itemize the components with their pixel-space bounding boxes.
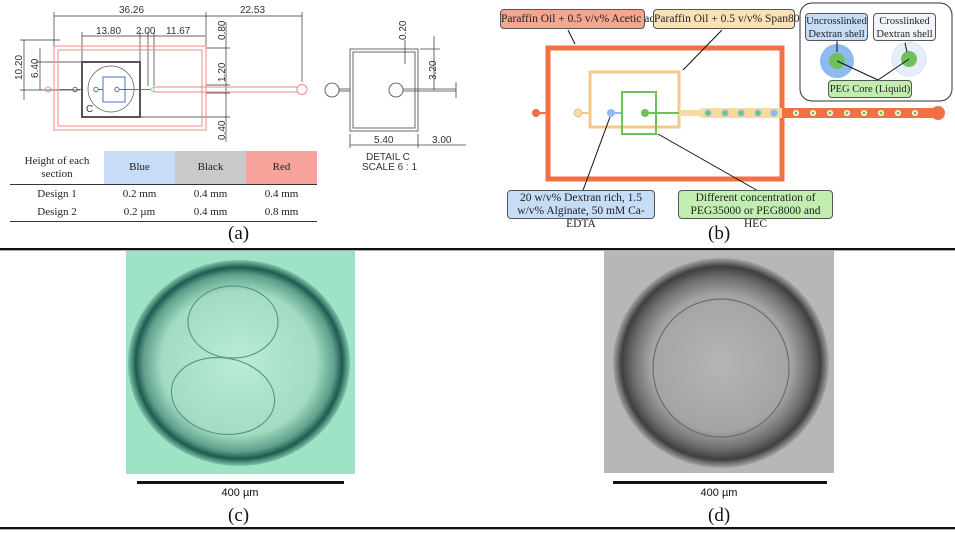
dim-inner-height: 6.40 <box>30 58 41 78</box>
detail-half-height: 3.20 <box>428 60 439 80</box>
detail-scale: SCALE 6 : 1 <box>362 162 417 173</box>
table-cell: 0.2 mm <box>122 188 157 200</box>
dim-inner-width: 13.80 <box>96 26 121 37</box>
table-header-row: Height of each section Blue Black Red <box>10 151 317 185</box>
table-header-cell-red: Red <box>246 151 317 185</box>
row-separator <box>0 248 955 251</box>
inset-uncrosslinked-label: Uncrosslinked Dextran shell <box>805 13 868 41</box>
panel-label-b: (b) <box>708 223 731 244</box>
inset-core-label: PEG Core (Liquid) <box>828 80 912 98</box>
micrograph-d <box>604 251 834 473</box>
detail-stub-length: 3.00 <box>432 135 452 146</box>
dim-gap: 2.00 <box>136 26 156 37</box>
scale-bar-d <box>613 481 827 484</box>
section-height-table: Height of each section Blue Black Red De… <box>10 151 317 222</box>
callout-peg: Different concentration of PEG35000 or P… <box>678 190 833 230</box>
table-cell: Design 2 <box>10 203 104 222</box>
table-cell: Design 1 <box>37 188 77 200</box>
table-cell: 0.4 mm <box>193 188 228 200</box>
dim-overall-width: 36.26 <box>119 5 144 16</box>
dim-top-offset: 0.80 <box>217 20 228 40</box>
panel-label-d: (d) <box>708 505 731 526</box>
scale-label-c: 400 µm <box>221 487 259 499</box>
callout-middle-oil: Paraffin Oil + 0.5 v/v% Span80 <box>653 9 800 29</box>
table-cell: 0.8 mm <box>246 203 317 222</box>
table-cell: 0.4 mm <box>264 188 299 200</box>
table-header-cell-blue: Blue <box>104 151 175 185</box>
dim-bottom-offset: 0.40 <box>217 120 228 140</box>
detail-wall: 0.20 <box>398 20 409 40</box>
callout-outer-oil: Paraffin Oil + 0.5 v/v% Acetic acid <box>500 9 663 29</box>
panel-label-c: (c) <box>228 505 250 526</box>
table-cell: 0.4 mm <box>175 203 246 222</box>
droplet-train-peach <box>704 109 778 117</box>
inset-crosslinked-label: Crosslinked Dextran shell <box>873 13 936 41</box>
table-row: Design 2 0.2 µm 0.4 mm 0.8 mm <box>10 203 317 222</box>
micrograph-c <box>126 251 355 474</box>
table-row: Design 1 0.2 mm 0.4 mm 0.4 mm <box>10 185 317 204</box>
detail-width: 5.40 <box>374 135 394 146</box>
cad-detail-marker: C <box>86 104 93 115</box>
dim-channel-height: 1.20 <box>217 62 228 82</box>
scale-bar-c <box>137 481 344 484</box>
bottom-border <box>0 527 955 530</box>
panel-label-a: (a) <box>228 223 250 244</box>
callout-dextran: 20 w/v% Dextran rich, 1.5 w/v% Alginate,… <box>507 190 655 230</box>
table-cell: 0.2 µm <box>104 203 175 222</box>
table-header-cell: Height of each section <box>10 151 104 185</box>
scale-label-d: 400 µm <box>700 487 738 499</box>
detail-title: DETAIL C <box>366 152 410 163</box>
dim-overall-height: 10.20 <box>14 55 25 80</box>
dim-channel-length: 11.67 <box>166 26 191 37</box>
cad-drawing: C 36.26 22.53 13.80 2.00 11.67 0.80 1.20… <box>14 5 308 142</box>
table-header-cell-black: Black <box>175 151 246 185</box>
cad-detail-c: 0.20 3.20 5.40 3.00 DETAIL C SCALE 6 : 1 <box>324 20 466 173</box>
dim-outlet-length: 22.53 <box>240 5 265 16</box>
